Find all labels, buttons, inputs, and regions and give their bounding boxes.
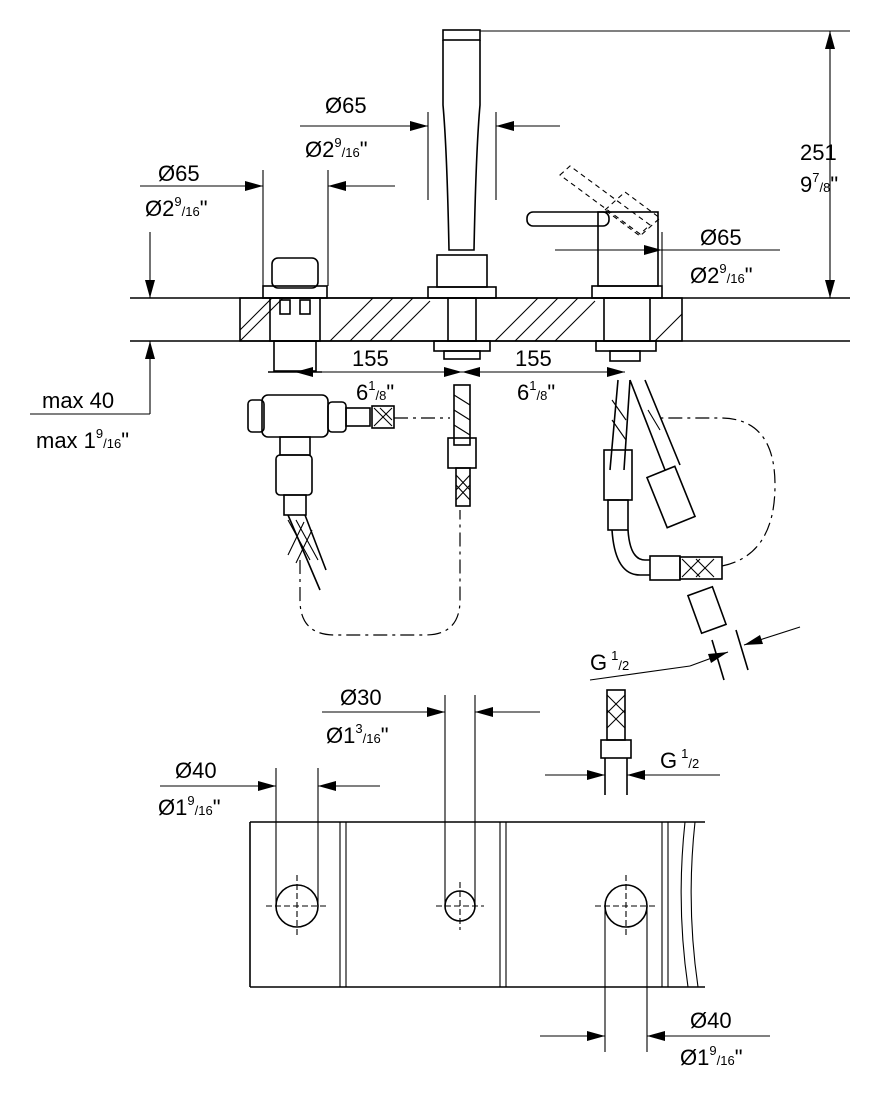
spacing-left-in: 6 — [356, 380, 368, 405]
svg-text:G1/2: G1/2 — [590, 648, 629, 675]
max-thickness-in: max 1 — [36, 428, 96, 453]
hole-right-frac-den: 16 — [720, 1053, 734, 1068]
svg-text:97/8": 97/8" — [800, 170, 838, 197]
left-diameter-frac-num: 9 — [174, 194, 181, 209]
spout-diameter-mm: Ø65 — [325, 93, 367, 118]
height-in: 9 — [800, 172, 812, 197]
dim-height: 251 97/8" — [480, 30, 850, 298]
hole-left-in: Ø1 — [158, 795, 187, 820]
diverter-valve — [247, 257, 395, 591]
spacing-right-frac-num: 1 — [529, 378, 536, 393]
inch-mark: " — [386, 380, 394, 405]
right-diameter-mm: Ø65 — [700, 225, 742, 250]
hole-right-in: Ø1 — [680, 1045, 709, 1070]
hole-center-frac-num: 3 — [355, 721, 362, 736]
inch-mark: " — [360, 137, 368, 162]
hose-loop-left — [299, 510, 461, 636]
inch-mark: " — [213, 795, 221, 820]
dim-deck-thickness: max 40 max 19/16" — [30, 232, 155, 453]
inch-mark: " — [735, 1045, 743, 1070]
svg-text:Ø29/16": Ø29/16" — [305, 135, 368, 162]
hose-loop-right — [660, 417, 776, 567]
thread-upper-frac-den: 2 — [622, 658, 629, 673]
spacing-right-mm: 155 — [515, 346, 552, 371]
spacing-left-frac-num: 1 — [368, 378, 375, 393]
hole-left-frac-den: 16 — [198, 803, 212, 818]
spacing-right-frac-den: 8 — [540, 388, 547, 403]
hole-right-frac-num: 9 — [709, 1043, 716, 1058]
hole-right: Ø40 Ø19/16" — [540, 875, 770, 1070]
height-frac-num: 7 — [812, 170, 819, 185]
hand-shower — [427, 29, 497, 507]
hole-left-mm: Ø40 — [175, 758, 217, 783]
right-diameter-frac-den: 16 — [730, 271, 744, 286]
thread-upper-label: G — [590, 650, 607, 675]
spacing-left-mm: 155 — [352, 346, 389, 371]
dim-spout-diameter: Ø65 Ø29/16" — [300, 93, 560, 200]
right-diameter-frac-num: 9 — [719, 261, 726, 276]
spout-diameter-frac-den: 16 — [345, 145, 359, 160]
thread-lower-frac-num: 1 — [681, 746, 688, 761]
deck-plan — [249, 821, 705, 988]
thread-lower-frac-den: 2 — [692, 756, 699, 771]
svg-text:61/8": 61/8" — [356, 378, 394, 405]
thread-lower-label: G — [660, 748, 677, 773]
svg-text:Ø29/16": Ø29/16" — [690, 261, 753, 288]
thread-upper-frac-num: 1 — [611, 648, 618, 663]
left-diameter-frac-den: 16 — [185, 204, 199, 219]
hole-center-mm: Ø30 — [340, 685, 382, 710]
svg-text:61/8": 61/8" — [517, 378, 555, 405]
svg-text:Ø19/16": Ø19/16" — [680, 1043, 743, 1070]
deck-section — [130, 297, 850, 342]
hole-left-frac-num: 9 — [187, 793, 194, 808]
inch-mark: " — [200, 196, 208, 221]
svg-text:max 19/16": max 19/16" — [36, 426, 129, 453]
left-diameter-in: Ø2 — [145, 196, 174, 221]
spacing-left-frac-den: 8 — [379, 388, 386, 403]
inch-mark: " — [381, 723, 389, 748]
inch-mark: " — [121, 428, 129, 453]
max-thickness-mm: max 40 — [42, 388, 114, 413]
spout-diameter-frac-num: 9 — [334, 135, 341, 150]
height-frac-den: 8 — [823, 180, 830, 195]
left-diameter-mm: Ø65 — [158, 161, 200, 186]
spacing-right-in: 6 — [517, 380, 529, 405]
hole-left: Ø40 Ø19/16" — [158, 758, 380, 937]
inch-mark: " — [547, 380, 555, 405]
mixer — [526, 165, 749, 681]
svg-text:Ø19/16": Ø19/16" — [158, 793, 221, 820]
dim-left-diameter: Ø65 Ø29/16" — [140, 161, 395, 286]
hole-right-mm: Ø40 — [690, 1008, 732, 1033]
svg-text:Ø29/16": Ø29/16" — [145, 194, 208, 221]
max-thickness-frac-den: 16 — [107, 436, 121, 451]
svg-text:G1/2: G1/2 — [660, 746, 699, 773]
height-mm: 251 — [800, 140, 837, 165]
right-diameter-in: Ø2 — [690, 263, 719, 288]
hole-center: Ø30 Ø13/16" — [322, 685, 540, 930]
inch-mark: " — [830, 172, 838, 197]
inch-mark: " — [745, 263, 753, 288]
dim-right-diameter: Ø65 Ø29/16" — [555, 225, 780, 288]
svg-text:Ø13/16": Ø13/16" — [326, 721, 389, 748]
dim-spacing: 155 61/8" 155 61/8" — [295, 346, 625, 405]
hole-center-frac-den: 16 — [366, 731, 380, 746]
max-thickness-frac-num: 9 — [96, 426, 103, 441]
hole-center-in: Ø1 — [326, 723, 355, 748]
spout-diameter-in: Ø2 — [305, 137, 334, 162]
